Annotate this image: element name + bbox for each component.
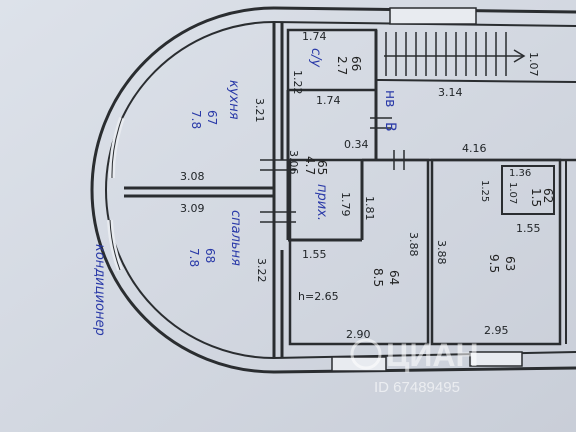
- kitchen-label: кухня: [226, 80, 241, 120]
- bedroom-label: спальня: [228, 210, 243, 266]
- dim-1-07-small: 1.07: [507, 182, 518, 204]
- hall-number: 65: [315, 160, 329, 175]
- dim-1-74-top: 1.74: [302, 30, 327, 43]
- watermark-brand: ЦИАН: [386, 337, 479, 373]
- dim-1-25: 1.25: [479, 180, 490, 202]
- room63-area: 9.5: [487, 254, 501, 273]
- staircase: [384, 32, 526, 76]
- dim-1-81: 1.81: [363, 196, 376, 221]
- bath-label: с/у: [308, 48, 323, 68]
- dim-1-74-bath: 1.74: [316, 94, 341, 107]
- dim-1-22: 1.22: [291, 70, 304, 95]
- room62-area: 1.5: [529, 188, 543, 207]
- dim-1-55-b: 1.55: [516, 222, 541, 235]
- dim-1-07-stairs: 1.07: [527, 52, 540, 77]
- bedroom-number: 68: [203, 248, 217, 263]
- dim-3-88-b: 3.88: [435, 240, 448, 265]
- dim-3-14: 3.14: [438, 86, 463, 99]
- dim-2-90: 2.90: [346, 328, 371, 341]
- watermark-logo-icon: [350, 338, 382, 370]
- dim-1-55-a: 1.55: [302, 248, 327, 261]
- dim-4-16: 4.16: [462, 142, 487, 155]
- door-marks: [260, 117, 405, 223]
- watermark-id: ID 67489495: [374, 379, 460, 396]
- kitchen-area: 7.8: [189, 110, 203, 129]
- room64-number: 64: [387, 270, 401, 285]
- room-labels: кухня 67 7.8 спальня 68 7.8 с/у 66 2.7 6…: [187, 48, 555, 287]
- hall-area: 4.7: [303, 156, 317, 175]
- inner-walls: [124, 22, 576, 358]
- notes: нв В кондиционер: [92, 90, 398, 336]
- hall-label: прих.: [314, 184, 329, 221]
- note-conditioner: кондиционер: [92, 244, 107, 336]
- dim-h-2-65: h=2.65: [298, 290, 339, 303]
- room62-number: 62: [541, 188, 555, 203]
- dim-1-79: 1.79: [339, 192, 352, 217]
- bath-area: 2.7: [335, 56, 349, 75]
- dim-2-95: 2.95: [484, 324, 509, 337]
- room63-number: 63: [503, 256, 517, 271]
- dim-3-06: 3.06: [287, 150, 300, 175]
- dim-3-88-a: 3.88: [407, 232, 420, 257]
- note-b: В: [382, 122, 398, 132]
- room64-area: 8.5: [371, 268, 385, 287]
- watermark: ЦИАН ID 67489495: [350, 337, 479, 396]
- dim-3-08: 3.08: [180, 170, 205, 183]
- dim-1-36: 1.36: [509, 168, 531, 179]
- dimension-labels: 1.74 1.74 3.14 0.34 4.16 1.36 3.08 3.09 …: [180, 30, 541, 341]
- dim-3-22: 3.22: [255, 258, 268, 283]
- dim-3-09: 3.09: [180, 202, 205, 215]
- dim-0-34: 0.34: [344, 138, 369, 151]
- note-hb: нв: [382, 90, 398, 107]
- bedroom-area: 7.8: [187, 248, 201, 267]
- bath-number: 66: [349, 56, 363, 71]
- dim-3-21: 3.21: [253, 98, 266, 123]
- kitchen-number: 67: [205, 110, 219, 125]
